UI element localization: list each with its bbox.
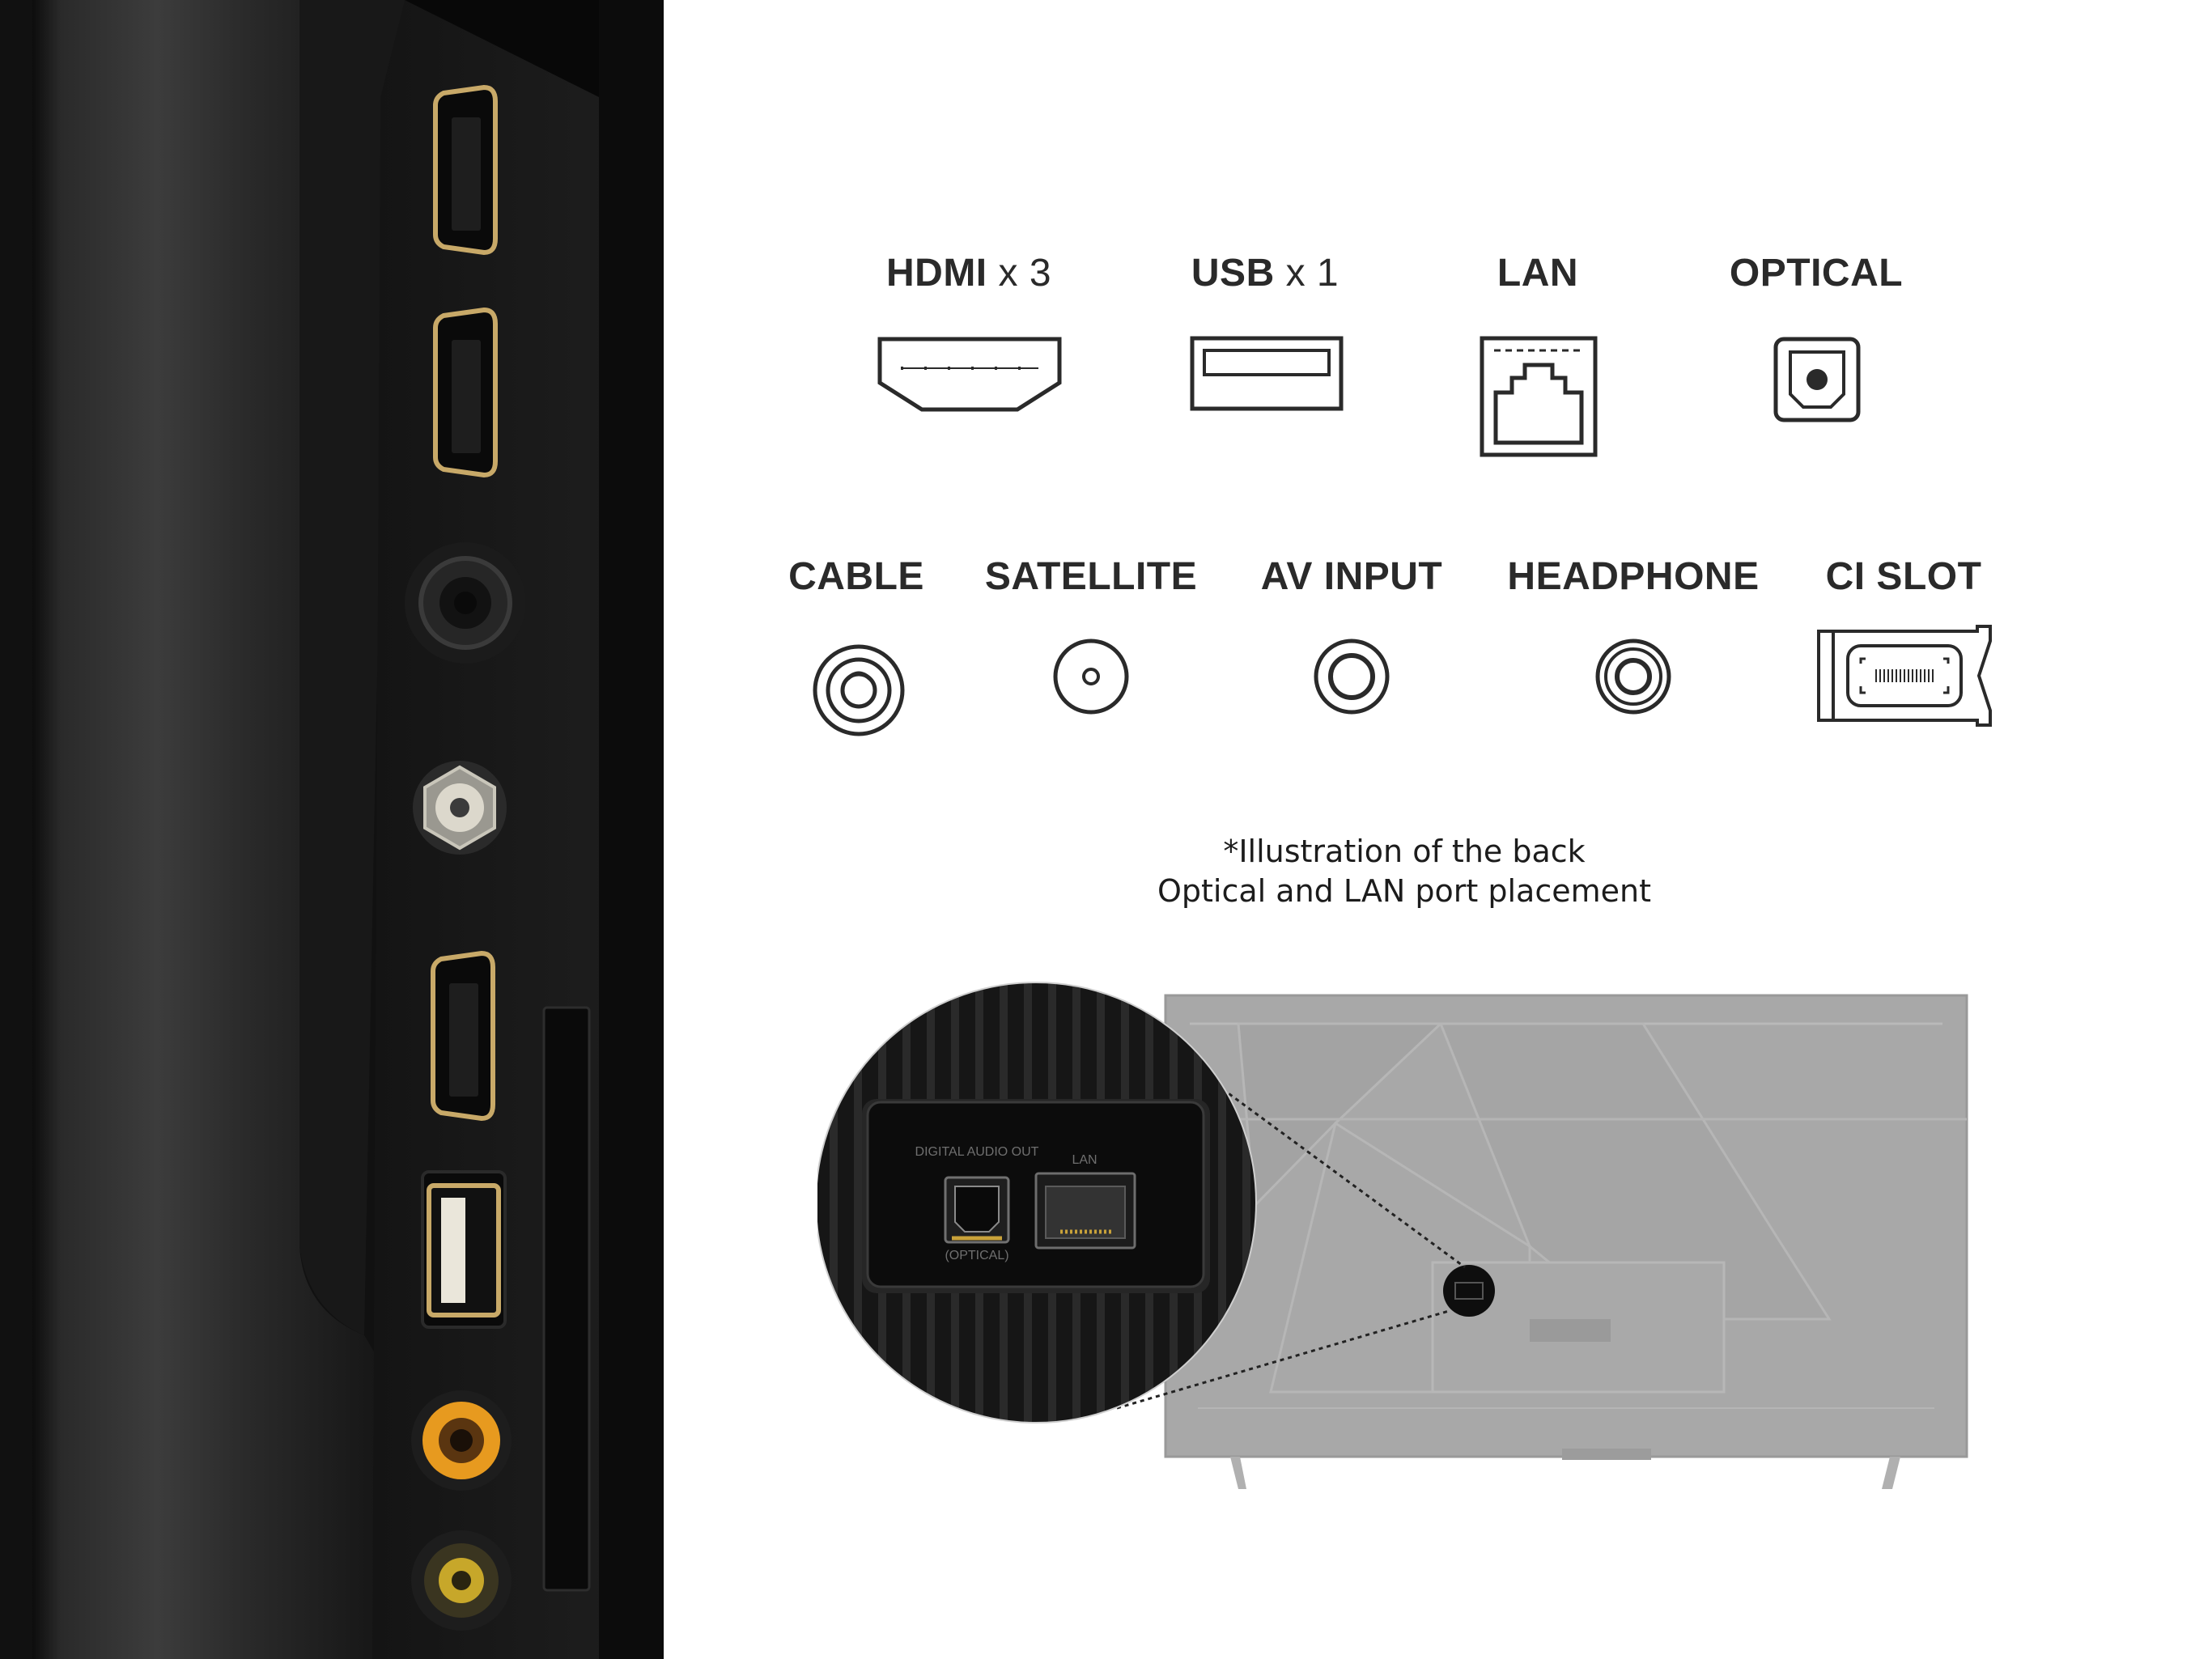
tv-back-illustration: DIGITAL AUDIO OUT (OPTICAL) LAN [817, 982, 1968, 1489]
inset-optical-label-bottom: (OPTICAL) [945, 1249, 1008, 1262]
port-location-marker [1443, 1265, 1495, 1317]
hdmi-port-3 [431, 950, 495, 1122]
headphone-port-icon [1595, 639, 1671, 715]
caption-line-2: Optical and LAN port placement [1157, 873, 1652, 909]
usb-port [421, 1170, 507, 1329]
headphone-jack [411, 1530, 512, 1631]
cable-label: CABLE [788, 555, 924, 598]
hdmi-label: HDMI x 3 [885, 252, 1052, 295]
inset-lan-label: LAN [1072, 1153, 1097, 1167]
hdmi-port-icon [877, 337, 1062, 412]
cable-port-icon [813, 644, 905, 736]
usb-label: USB x 1 [1191, 252, 1340, 295]
av-input-label: AV INPUT [1260, 555, 1443, 598]
tv-side-ports-photo [0, 0, 664, 1659]
optical-port-icon [1773, 337, 1861, 422]
lan-label: LAN [1497, 252, 1579, 295]
cable-antenna-port [405, 542, 526, 664]
ci-slot-label: CI SLOT [1825, 555, 1982, 598]
headphone-label: HEADPHONE [1507, 555, 1760, 598]
usb-port-icon [1190, 336, 1344, 411]
hdmi-port-2 [433, 307, 498, 478]
satellite-port-icon [1053, 639, 1129, 715]
ci-slot-icon [1817, 625, 1992, 727]
satellite-f-port [413, 761, 507, 855]
inset-zoom-circle: DIGITAL AUDIO OUT (OPTICAL) LAN [817, 982, 1256, 1423]
inset-optical-label-top: DIGITAL AUDIO OUT [915, 1145, 1039, 1159]
ci-slot-opening [542, 1006, 591, 1592]
av-input-port-icon [1314, 639, 1390, 715]
hdmi-port-1 [433, 84, 498, 256]
optical-label: OPTICAL [1729, 252, 1904, 295]
tv-back [1164, 994, 1968, 1489]
lan-port-icon [1480, 336, 1598, 457]
av-input-rca-port [411, 1390, 512, 1491]
caption-line-1: *Illustration of the back [1223, 834, 1586, 869]
satellite-label: SATELLITE [984, 555, 1198, 598]
